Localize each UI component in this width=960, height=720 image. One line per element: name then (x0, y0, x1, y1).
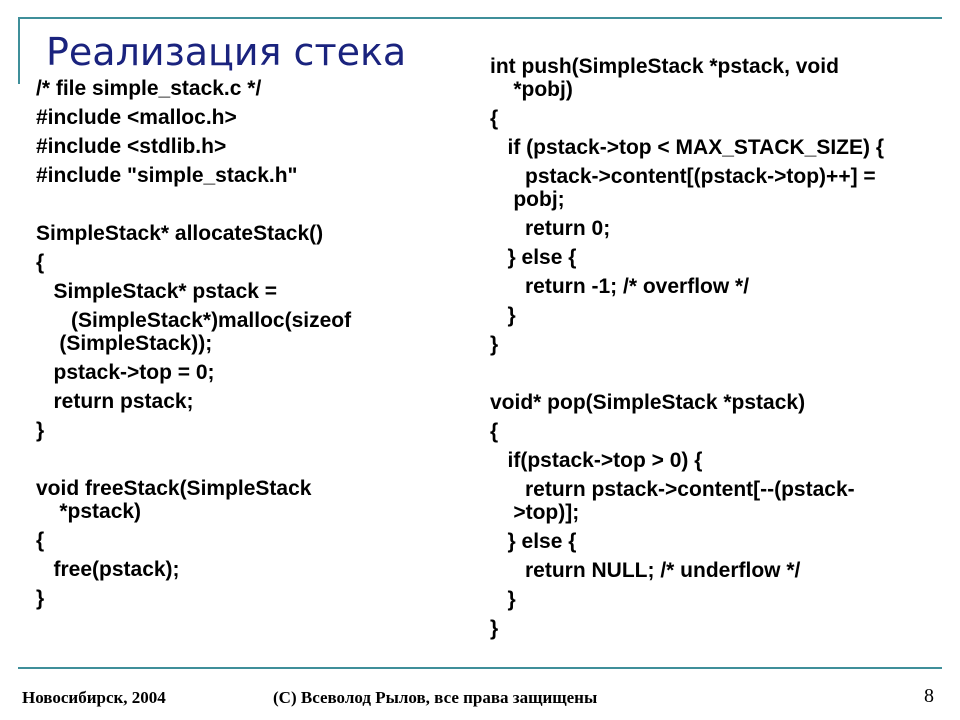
code-line: { (490, 107, 499, 130)
code-line: { (490, 420, 499, 443)
code-line: free(pstack); (36, 558, 180, 581)
frame-top-rule (18, 17, 942, 19)
footer-rule (18, 667, 942, 669)
code-line: /* file simple_stack.c */ (36, 77, 262, 100)
slide-title: Реализация стека (46, 30, 407, 74)
code-line: } (490, 333, 499, 356)
code-line: } else { (490, 246, 577, 269)
right-code-block: int push(SimpleStack *pstack, void *pobj… (490, 56, 884, 647)
code-line: } (36, 587, 45, 610)
code-line: } (490, 617, 499, 640)
code-line: (SimpleStack*)malloc(sizeof (36, 309, 352, 332)
code-line: } (490, 304, 516, 327)
code-line: { (36, 251, 45, 274)
code-line: return NULL; /* underflow */ (490, 559, 801, 582)
code-line: } (36, 419, 45, 442)
code-line (36, 449, 351, 478)
code-line: SimpleStack* allocateStack() (36, 222, 324, 245)
code-line: pobj; (490, 188, 565, 211)
footer-location: Новосибирск, 2004 (22, 688, 166, 707)
code-line (36, 194, 351, 223)
code-line: } (490, 588, 516, 611)
code-line: return 0; (490, 217, 611, 240)
code-line: void freeStack(SimpleStack (36, 477, 312, 500)
code-line: if (pstack->top < MAX_STACK_SIZE) { (490, 136, 885, 159)
code-line: #include <stdlib.h> (36, 135, 227, 158)
left-code-block: /* file simple_stack.c */ #include <mallo… (36, 78, 351, 617)
code-line (490, 363, 884, 392)
code-line: int push(SimpleStack *pstack, void (490, 55, 839, 78)
code-line: return -1; /* overflow */ (490, 275, 750, 298)
frame-left-rule (18, 17, 20, 84)
code-line: void* pop(SimpleStack *pstack) (490, 391, 806, 414)
code-line: pstack->top = 0; (36, 361, 215, 384)
code-line: #include <malloc.h> (36, 106, 237, 129)
code-line: return pstack->content[--(pstack- (490, 478, 855, 501)
page-number: 8 (924, 685, 934, 707)
code-line: pstack->content[(pstack->top)++] = (490, 165, 876, 188)
code-line: *pobj) (490, 78, 573, 101)
code-line: return pstack; (36, 390, 194, 413)
code-line: SimpleStack* pstack = (36, 280, 278, 303)
code-line: *pstack) (36, 500, 142, 523)
code-line: (SimpleStack)); (36, 332, 213, 355)
footer-copyright: (C) Всеволод Рылов, все права защищены (273, 688, 598, 707)
code-line: { (36, 529, 45, 552)
code-line: #include "simple_stack.h" (36, 164, 298, 187)
code-line: >top)]; (490, 501, 580, 524)
code-line: if(pstack->top > 0) { (490, 449, 703, 472)
code-line: } else { (490, 530, 577, 553)
